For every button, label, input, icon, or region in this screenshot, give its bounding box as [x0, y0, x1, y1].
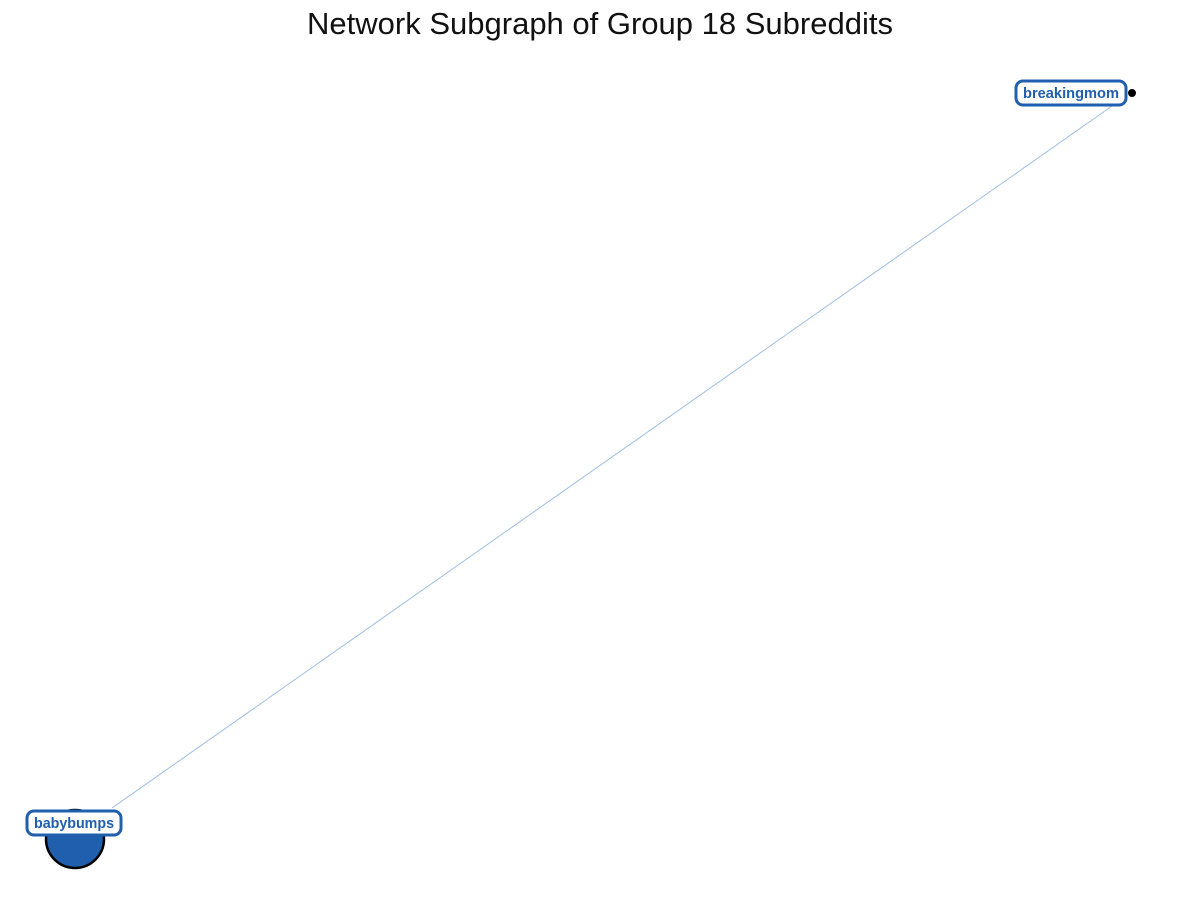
node-label-babybumps: babybumps	[25, 809, 123, 837]
node-breakingmom[interactable]	[1128, 89, 1136, 97]
figure-title: Network Subgraph of Group 18 Subreddits	[307, 6, 893, 41]
node-label-text: babybumps	[34, 815, 114, 832]
edges-layer	[111, 105, 1113, 809]
edge-breakingmom-babybumps	[111, 105, 1113, 809]
labels-layer: breakingmom babybumps	[25, 79, 1128, 837]
node-label-box	[25, 809, 123, 837]
node-label-box	[1014, 79, 1128, 107]
node-label-breakingmom: breakingmom	[1014, 79, 1128, 107]
node-label-text: breakingmom	[1023, 85, 1119, 102]
nodes-layer	[44, 89, 1136, 870]
